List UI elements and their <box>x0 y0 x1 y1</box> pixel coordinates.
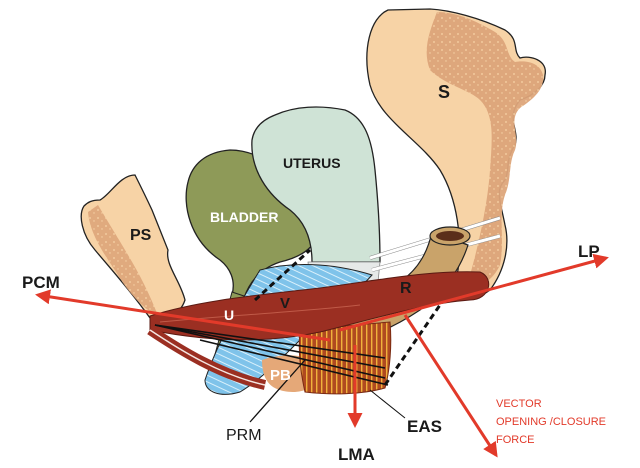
label-vector-line2: OPENING /CLOSURE <box>496 416 606 428</box>
prm-pointer-line <box>249 359 306 423</box>
label-vagina: V <box>280 295 290 312</box>
opening-closure-vector-arrow <box>403 314 498 458</box>
lp-vector-arrow <box>339 253 609 332</box>
label-vector-line1: VECTOR <box>496 398 542 410</box>
label-eas: EAS <box>407 417 442 436</box>
prm-fibers <box>154 324 389 386</box>
label-lma: LMA <box>338 445 375 464</box>
label-bladder: BLADDER <box>210 209 278 225</box>
label-pcm: PCM <box>22 273 60 292</box>
uterus <box>251 106 381 263</box>
label-vector-line3: FORCE <box>496 434 535 446</box>
label-rectum: R <box>400 280 412 297</box>
sacrum <box>366 8 546 299</box>
label-prm: PRM <box>226 427 262 444</box>
pubic-symphysis <box>80 174 186 320</box>
pcm-vector-arrow <box>35 289 331 342</box>
label-sacrum: S <box>438 82 450 102</box>
label-uterus: UTERUS <box>283 155 341 171</box>
eas-pointer-line <box>369 389 406 419</box>
label-urethra: U <box>224 307 234 323</box>
label-perineal-body: PB <box>270 367 291 384</box>
label-lp: LP <box>578 242 600 261</box>
dashed-guide-lines <box>253 248 442 386</box>
levator-muscle <box>147 271 490 390</box>
label-pubic-symphysis: PS <box>130 227 152 244</box>
